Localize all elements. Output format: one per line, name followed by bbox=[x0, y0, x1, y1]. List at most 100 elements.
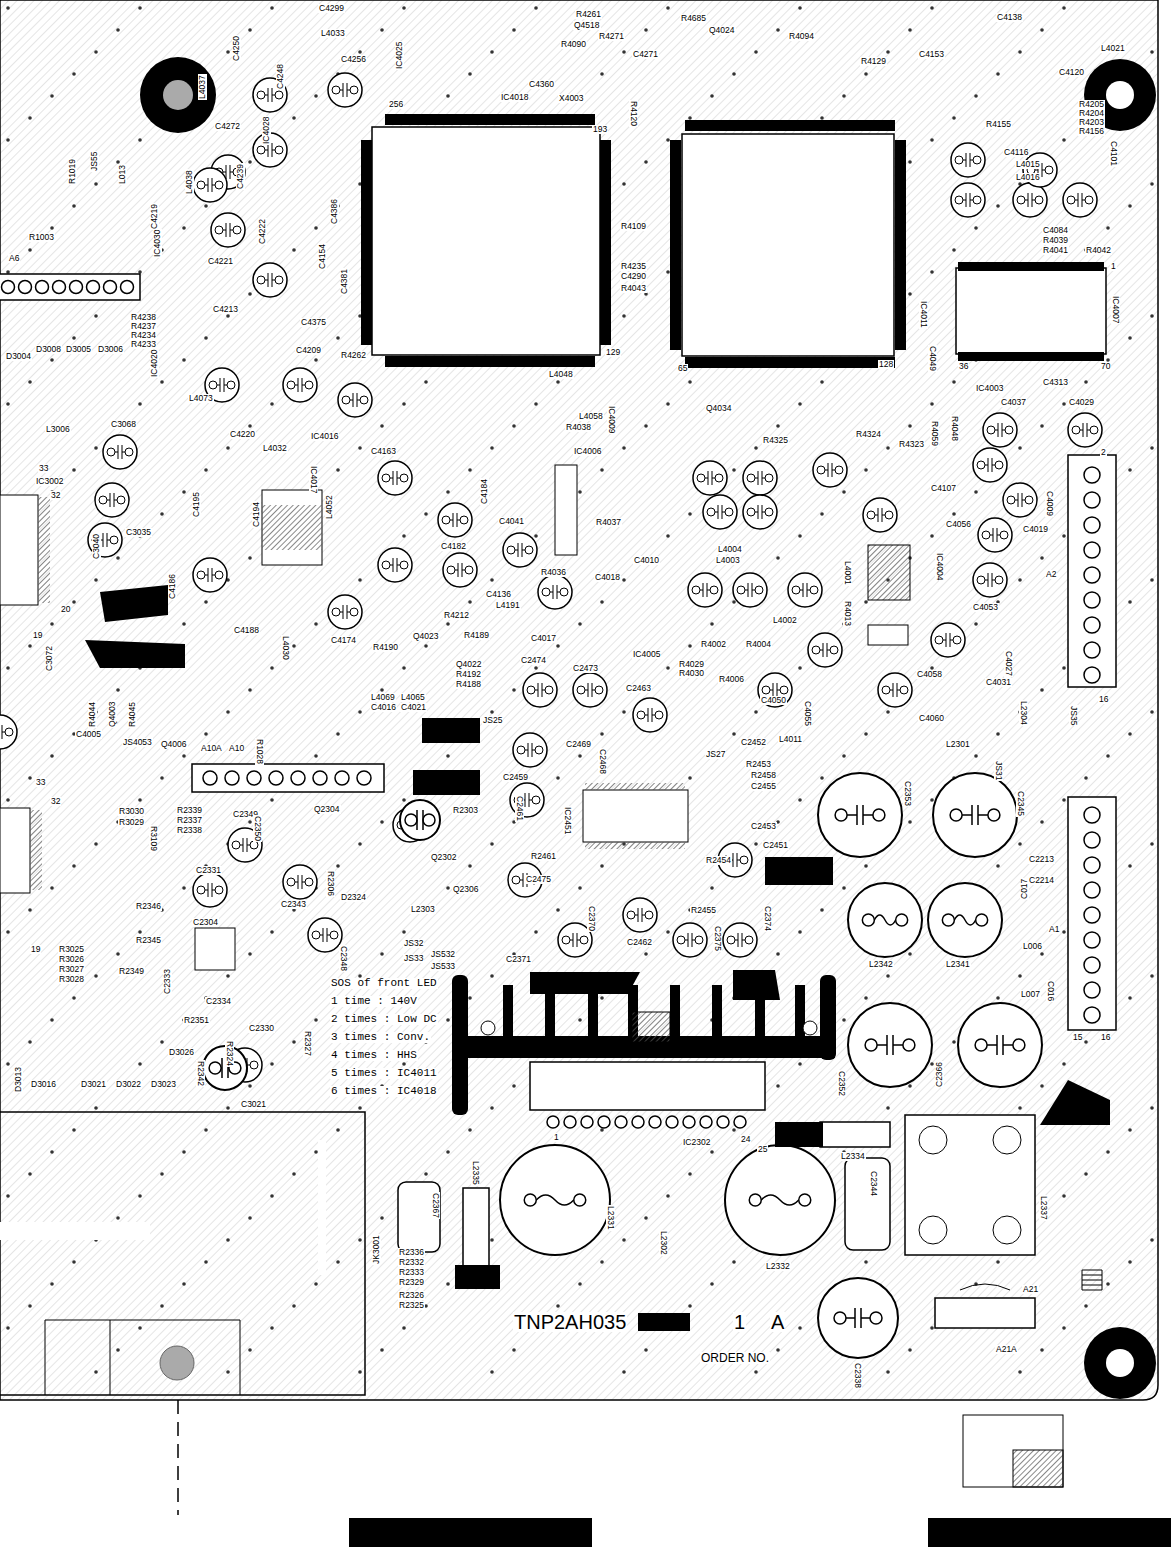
part-label: C4107 bbox=[930, 484, 957, 493]
via-dot bbox=[754, 50, 758, 54]
via-dot bbox=[446, 754, 450, 758]
via-dot bbox=[248, 1084, 252, 1088]
via-dot bbox=[248, 28, 252, 32]
via-dot bbox=[116, 1348, 120, 1352]
part-label: 1 bbox=[733, 1312, 746, 1332]
part-label: R2345 bbox=[135, 936, 162, 945]
via-dot bbox=[182, 1150, 186, 1154]
capacitor-symbol bbox=[378, 461, 412, 495]
via-dot bbox=[622, 578, 626, 582]
part-label: C4272 bbox=[214, 122, 241, 131]
via-dot bbox=[6, 402, 10, 406]
capacitor-symbol bbox=[253, 263, 287, 297]
via-dot bbox=[468, 72, 472, 76]
choke-pin bbox=[919, 1126, 947, 1154]
via-dot bbox=[578, 886, 582, 890]
part-label: C2473 bbox=[572, 664, 599, 673]
via-dot bbox=[666, 270, 670, 274]
via-dot bbox=[754, 710, 758, 714]
via-dot bbox=[842, 886, 846, 890]
via-dot bbox=[292, 116, 296, 120]
part-label: 1 bbox=[553, 1133, 560, 1142]
via-dot bbox=[534, 6, 538, 10]
part-label: L4004 bbox=[717, 545, 743, 554]
capacitor-symbol bbox=[813, 453, 847, 487]
part-label: R4013 bbox=[844, 600, 853, 627]
via-dot bbox=[798, 666, 802, 670]
via-dot bbox=[996, 72, 1000, 76]
via-dot bbox=[688, 380, 692, 384]
mount-hole bbox=[1106, 1349, 1134, 1377]
pin-pad bbox=[87, 281, 100, 294]
via-dot bbox=[226, 314, 230, 318]
part-label: IC4007 bbox=[1112, 295, 1121, 324]
via-dot bbox=[534, 930, 538, 934]
capacitor-symbol bbox=[103, 435, 137, 469]
part-label: R2333 bbox=[398, 1268, 425, 1277]
via-dot bbox=[952, 248, 956, 252]
part-label: L2335 bbox=[472, 1160, 481, 1186]
pin-pad bbox=[1084, 982, 1100, 998]
part-label: IC4011 bbox=[920, 300, 929, 329]
via-dot bbox=[270, 6, 274, 10]
capacitor-symbol bbox=[328, 595, 362, 629]
via-dot bbox=[402, 798, 406, 802]
part-label: C3021 bbox=[240, 1100, 267, 1109]
via-dot bbox=[1018, 842, 1022, 846]
part-label: R3030 bbox=[118, 807, 145, 816]
part-label: R4038 bbox=[565, 423, 592, 432]
part-label: C4194 bbox=[252, 501, 261, 528]
part-label: R2324 bbox=[226, 1040, 235, 1067]
via-dot bbox=[1062, 1194, 1066, 1198]
via-dot bbox=[336, 864, 340, 868]
part-label: C4056 bbox=[945, 520, 972, 529]
part-label: R1003 bbox=[28, 233, 55, 242]
via-dot bbox=[314, 622, 318, 626]
choke-outline bbox=[905, 1115, 1035, 1255]
part-label: Q4034 bbox=[705, 404, 733, 413]
part-label: C4163 bbox=[370, 447, 397, 456]
part-label: C2352 bbox=[838, 1070, 847, 1097]
part-label: C2452 bbox=[740, 738, 767, 747]
part-label: R2458 bbox=[750, 771, 777, 780]
via-dot bbox=[1150, 974, 1154, 978]
part-label: R4094 bbox=[788, 32, 815, 41]
part-label: 6 times : IC4018 bbox=[330, 1086, 438, 1097]
via-dot bbox=[798, 1326, 802, 1330]
part-label: C2366 bbox=[935, 1061, 944, 1088]
part-label: C4154 bbox=[318, 243, 327, 270]
part-label: R2327 bbox=[304, 1030, 313, 1057]
via-dot bbox=[1062, 1326, 1066, 1330]
via-dot bbox=[446, 1282, 450, 1286]
via-dot bbox=[314, 1018, 318, 1022]
locator-box bbox=[1013, 1450, 1063, 1487]
capacitor-symbol bbox=[863, 498, 897, 532]
via-dot bbox=[226, 446, 230, 450]
via-dot bbox=[402, 666, 406, 670]
via-dot bbox=[94, 974, 98, 978]
via-dot bbox=[1062, 534, 1066, 538]
via-dot bbox=[908, 1348, 912, 1352]
part-label: C4174 bbox=[330, 636, 357, 645]
via-dot bbox=[996, 996, 1000, 1000]
via-dot bbox=[160, 1040, 164, 1044]
part-label: L3006 bbox=[45, 425, 71, 434]
via-dot bbox=[622, 182, 626, 186]
via-dot bbox=[204, 204, 208, 208]
qfp-ic bbox=[361, 114, 611, 367]
via-dot bbox=[556, 644, 560, 648]
via-dot bbox=[6, 1194, 10, 1198]
via-dot bbox=[50, 226, 54, 230]
via-dot bbox=[908, 28, 912, 32]
pin-pad bbox=[1084, 492, 1100, 508]
part-label: L006 bbox=[1022, 942, 1043, 951]
part-label: L4069 bbox=[370, 693, 396, 702]
part-label: R4155 bbox=[985, 120, 1012, 129]
part-label: C4055 bbox=[804, 700, 813, 727]
via-dot bbox=[798, 402, 802, 406]
part-label: C4009 bbox=[1046, 490, 1055, 517]
via-dot bbox=[512, 688, 516, 692]
part-label: R2342 bbox=[197, 1060, 206, 1087]
part-label: R4235 bbox=[620, 262, 647, 271]
part-label: D3016 bbox=[30, 1080, 57, 1089]
